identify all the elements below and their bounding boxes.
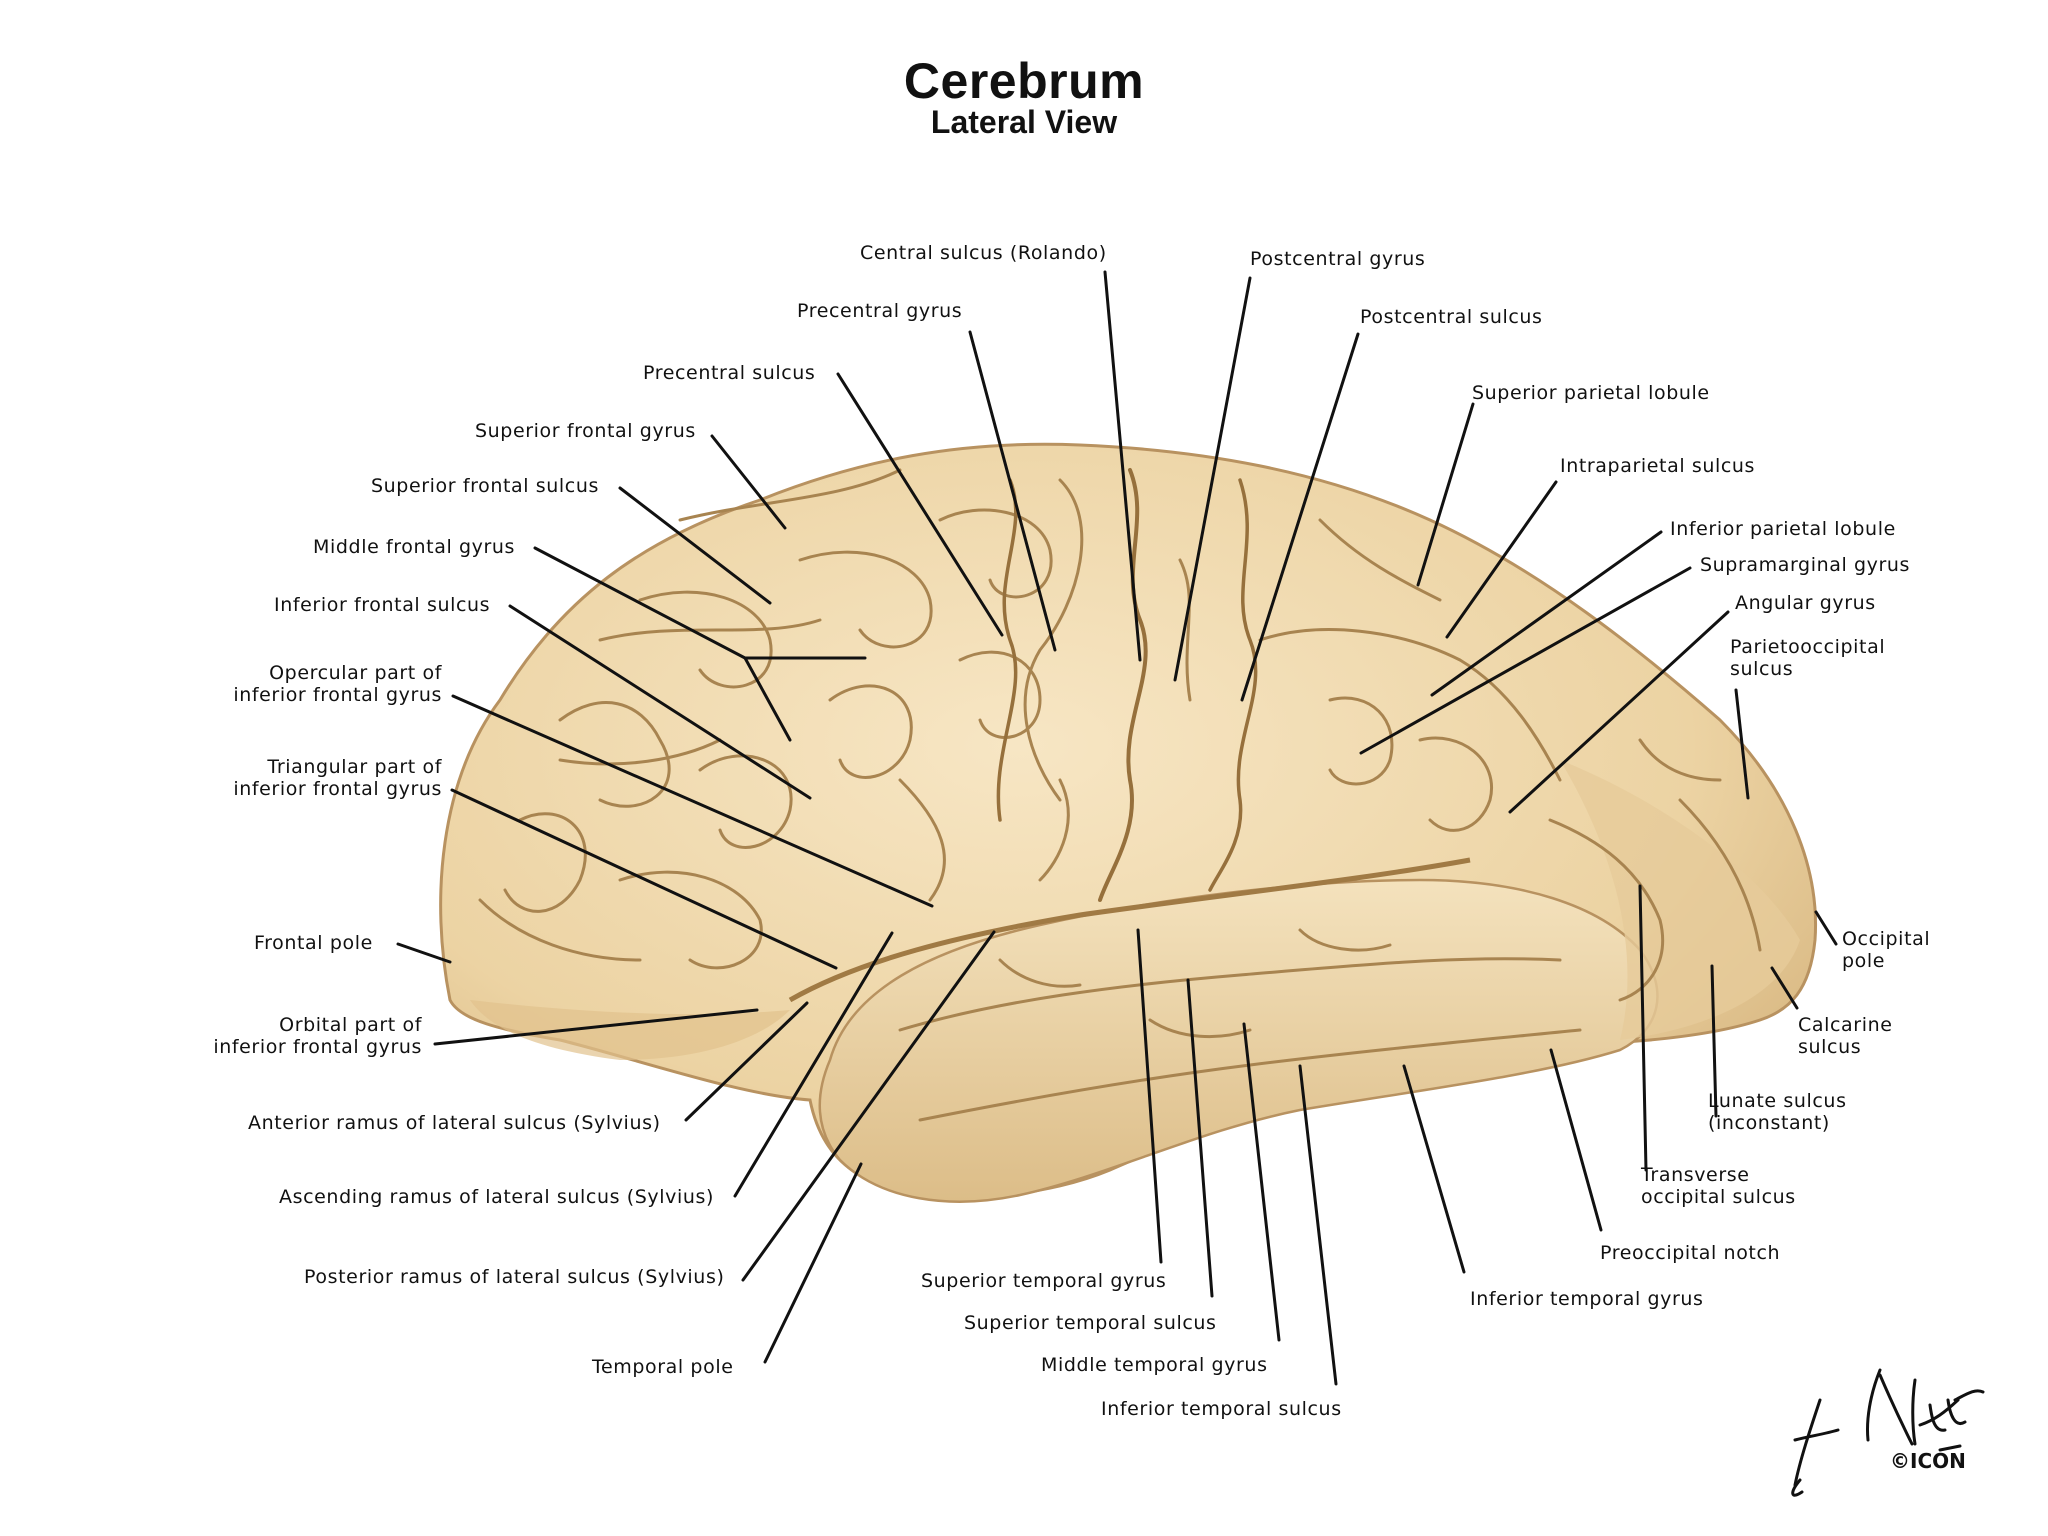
leader-precentral-gyrus xyxy=(968,330,1057,652)
label-superior-temporal-sulcus: Superior temporal sulcus xyxy=(964,1312,1217,1334)
leader-transverse-occipital-sulcus xyxy=(1638,884,1648,1172)
leader-ascending-ramus xyxy=(733,931,894,1198)
leader-temporal-pole xyxy=(763,1162,863,1364)
leader-superior-frontal-sulcus xyxy=(618,486,772,605)
leader-superior-parietal-lobule xyxy=(1416,402,1475,587)
label-triangular-part: Triangular part of inferior frontal gyru… xyxy=(233,756,442,800)
label-superior-frontal-gyrus: Superior frontal gyrus xyxy=(475,420,696,442)
leader-central-sulcus xyxy=(1103,270,1142,662)
leader-inferior-frontal-sulcus xyxy=(508,604,812,800)
diagram-subtitle: Lateral View xyxy=(930,104,1118,140)
label-temporal-pole: Temporal pole xyxy=(592,1356,734,1378)
diagram-title: Cerebrum xyxy=(903,53,1145,109)
label-precentral-sulcus: Precentral sulcus xyxy=(643,362,816,384)
leader-superior-temporal-gyrus xyxy=(1136,928,1163,1264)
leader-opercular-part xyxy=(451,694,934,908)
label-superior-parietal-lobule: Superior parietal lobule xyxy=(1472,382,1710,404)
leader-precentral-sulcus xyxy=(836,372,1004,637)
label-occipital-pole: Occipital pole xyxy=(1842,928,1931,972)
label-supramarginal-gyrus: Supramarginal gyrus xyxy=(1700,554,1911,576)
leader-preoccipital-notch xyxy=(1549,1048,1603,1232)
label-preoccipital-notch: Preoccipital notch xyxy=(1600,1242,1781,1264)
signature-mark: ©ICON xyxy=(1890,1449,1966,1473)
leader-inferior-parietal-lobule xyxy=(1430,530,1663,697)
label-postcentral-sulcus: Postcentral sulcus xyxy=(1360,306,1543,328)
central-sulcus-line xyxy=(1098,468,1148,902)
leader-supramarginal-gyrus xyxy=(1359,566,1692,755)
label-posterior-ramus: Posterior ramus of lateral sulcus (Sylvi… xyxy=(304,1266,725,1288)
leader-posterior-ramus xyxy=(741,930,996,1282)
label-postcentral-gyrus: Postcentral gyrus xyxy=(1250,248,1426,270)
leader-postcentral-gyrus xyxy=(1173,276,1252,682)
label-transverse-occipital-sulcus: Transverse occipital sulcus xyxy=(1641,1164,1796,1208)
label-middle-frontal-gyrus: Middle frontal gyrus xyxy=(313,536,516,558)
leader-lines xyxy=(396,270,1838,1386)
label-opercular-part: Opercular part of inferior frontal gyrus xyxy=(233,662,442,706)
label-inferior-parietal-lobule: Inferior parietal lobule xyxy=(1670,518,1896,540)
leader-inferior-temporal-sulcus xyxy=(1298,1064,1338,1386)
label-lunate-sulcus: Lunate sulcus (inconstant) xyxy=(1708,1090,1847,1134)
leader-lunate-sulcus xyxy=(1710,964,1718,1118)
leader-orbital-part xyxy=(433,1008,759,1046)
leader-anterior-ramus xyxy=(684,1001,809,1122)
leader-frontal-pole xyxy=(396,942,452,964)
label-central-sulcus: Central sulcus (Rolando) xyxy=(860,242,1107,264)
leader-angular-gyrus xyxy=(1508,610,1730,814)
label-calcarine-sulcus: Calcarine sulcus xyxy=(1798,1014,1893,1058)
leader-superior-frontal-gyrus xyxy=(710,434,787,530)
label-precentral-gyrus: Precentral gyrus xyxy=(797,300,963,322)
label-intraparietal-sulcus: Intraparietal sulcus xyxy=(1560,455,1756,477)
netter-signature xyxy=(1791,1368,1985,1497)
sulci-pattern xyxy=(478,468,1762,1122)
leader-middle-frontal-gyrus-a xyxy=(533,546,747,660)
leader-triangular-part xyxy=(450,788,838,970)
leader-calcarine-sulcus xyxy=(1770,966,1799,1010)
label-ascending-ramus: Ascending ramus of lateral sulcus (Sylvi… xyxy=(279,1186,715,1208)
lateral-fissure xyxy=(788,857,1471,1003)
label-inferior-temporal-sulcus: Inferior temporal sulcus xyxy=(1101,1398,1342,1420)
leader-middle-temporal-gyrus xyxy=(1242,1022,1281,1342)
label-angular-gyrus: Angular gyrus xyxy=(1735,592,1876,614)
label-inferior-frontal-sulcus: Inferior frontal sulcus xyxy=(274,594,491,616)
leader-middle-frontal-gyrus-b xyxy=(742,656,867,742)
leader-intraparietal-sulcus xyxy=(1445,480,1558,639)
label-middle-temporal-gyrus: Middle temporal gyrus xyxy=(1041,1354,1268,1376)
leader-inferior-temporal-gyrus xyxy=(1402,1064,1466,1274)
leader-parietooccipital-sulcus xyxy=(1734,688,1750,800)
label-anterior-ramus: Anterior ramus of lateral sulcus (Sylviu… xyxy=(248,1112,661,1134)
leader-occipital-pole xyxy=(1814,910,1838,946)
leader-postcentral-sulcus xyxy=(1240,332,1360,702)
label-orbital-part: Orbital part of inferior frontal gyrus xyxy=(213,1014,422,1058)
label-frontal-pole: Frontal pole xyxy=(254,932,373,954)
label-superior-frontal-sulcus: Superior frontal sulcus xyxy=(371,475,599,497)
label-inferior-temporal-gyrus: Inferior temporal gyrus xyxy=(1470,1288,1704,1310)
label-superior-temporal-gyrus: Superior temporal gyrus xyxy=(921,1270,1167,1292)
label-parietooccipital-sulcus: Parietooccipital sulcus xyxy=(1730,636,1886,680)
superior-temporal-sulcus-line xyxy=(898,957,1562,1032)
leader-superior-temporal-sulcus xyxy=(1186,978,1214,1298)
